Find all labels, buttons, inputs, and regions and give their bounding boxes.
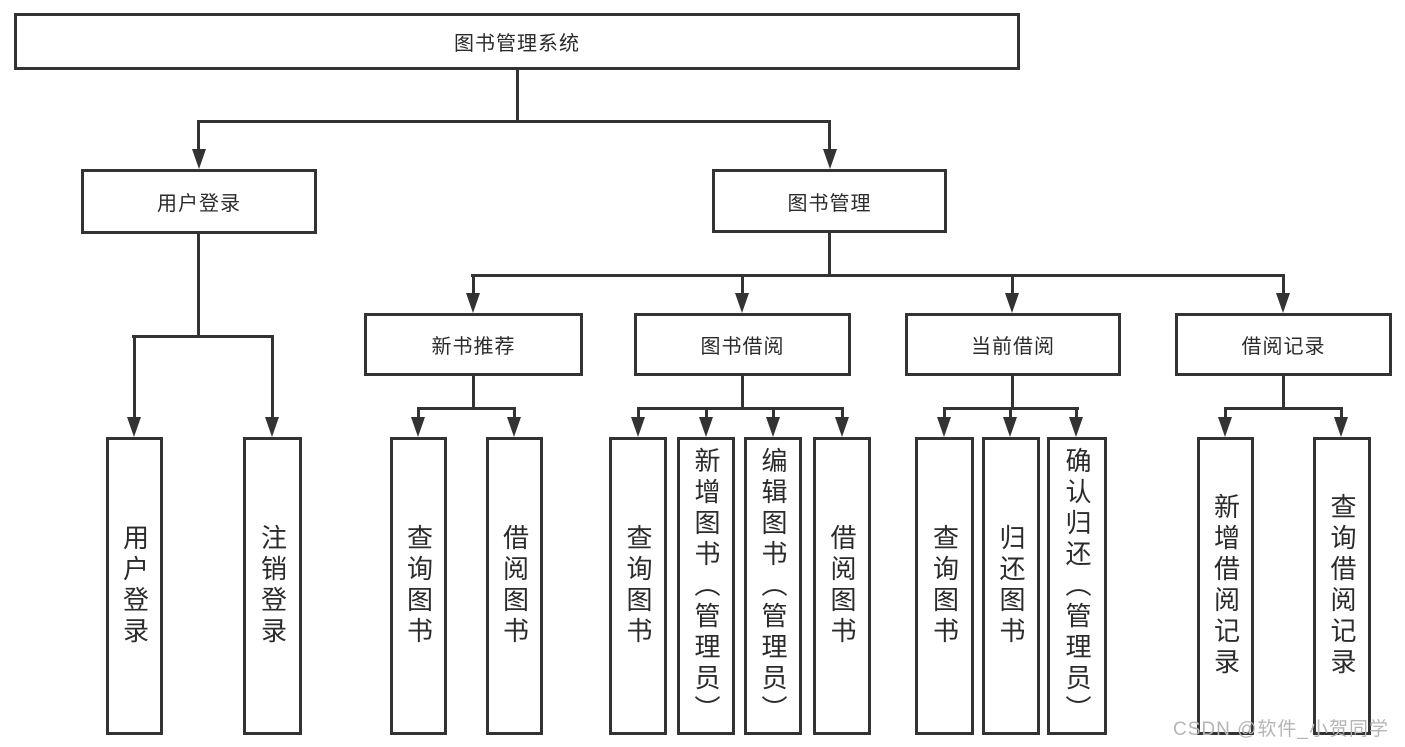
connector-user-login-stem (197, 233, 200, 335)
leaf-user-login-label: 用户登录 (119, 524, 150, 648)
connector-to-book-management (828, 120, 831, 149)
leaf-cb-confirm-return-admin-label: 确认归还（管理员） (1062, 446, 1092, 726)
arrow-down-icon (127, 417, 141, 437)
leaf-nb-query-books: 查询图书 (390, 437, 447, 735)
leaf-logout-label: 注销登录 (257, 524, 288, 648)
arrow-down-icon (835, 417, 849, 437)
node-current-borrowing: 当前借阅 (905, 313, 1121, 376)
connector-to-user-login (197, 120, 200, 149)
connector-to-borrowing-records (1282, 274, 1285, 293)
leaf-bb-edit-books-admin-label: 编辑图书（管理员） (758, 446, 788, 726)
connector-to-leaf (841, 407, 844, 417)
csdn-watermark: CSDN @软件_小贺同学 (1173, 719, 1389, 740)
leaf-bb-edit-books-admin: 编辑图书（管理员） (744, 437, 802, 735)
connector-to-leaf (637, 407, 640, 417)
connector-borrowing-records-stem (1282, 376, 1285, 407)
node-book-borrowing-label: 图书借阅 (700, 336, 785, 358)
arrow-down-icon (631, 417, 645, 437)
leaf-cb-query-books: 查询图书 (915, 437, 974, 735)
arrow-down-icon (766, 417, 780, 437)
leaf-br-query-record: 查询借阅记录 (1313, 437, 1371, 735)
connector-book-management-distributor (471, 274, 1285, 277)
leaf-bb-add-books-admin: 新增图书（管理员） (677, 437, 735, 735)
connector-to-leaf (772, 407, 775, 417)
connector-root-stem (516, 70, 519, 120)
connector-new-book-recommend-distributor (417, 407, 516, 410)
arrow-down-icon (507, 417, 521, 437)
arrow-down-icon (265, 417, 279, 437)
node-book-borrowing: 图书借阅 (634, 313, 851, 376)
leaf-bb-query-books: 查询图书 (609, 437, 667, 735)
arrow-down-icon (1069, 417, 1083, 437)
connector-borrowing-records-distributor (1224, 407, 1343, 410)
leaf-cb-return-books-label: 归还图书 (996, 524, 1026, 648)
connector-new-book-recommend-stem (472, 376, 475, 407)
leaf-logout: 注销登录 (243, 437, 302, 735)
node-current-borrowing-label: 当前借阅 (971, 336, 1055, 358)
connector-to-book-borrowing (741, 274, 744, 293)
connector-to-leaf (417, 407, 420, 417)
node-borrowing-records-label: 借阅记录 (1241, 336, 1326, 358)
node-book-management: 图书管理 (712, 169, 947, 233)
node-new-book-recommend-label: 新书推荐 (431, 336, 516, 358)
leaf-cb-return-books: 归还图书 (982, 437, 1040, 735)
leaf-nb-borrow-books: 借阅图书 (486, 437, 543, 735)
arrow-down-icon (466, 293, 480, 313)
leaf-bb-borrow-books-label: 借阅图书 (827, 524, 857, 648)
connector-to-leaf (943, 407, 946, 417)
arrow-down-icon (1334, 417, 1348, 437)
arrow-down-icon (1005, 293, 1019, 313)
leaf-bb-borrow-books: 借阅图书 (813, 437, 871, 735)
connector-book-borrowing-stem (741, 376, 744, 407)
leaf-bb-add-books-admin-label: 新增图书（管理员） (691, 446, 721, 726)
connector-current-borrowing-stem (1011, 376, 1014, 407)
connector-to-leaf (1075, 407, 1078, 417)
node-user-login-label: 用户登录 (157, 193, 241, 215)
arrow-down-icon (699, 417, 713, 437)
connector-book-management-stem (828, 233, 831, 274)
arrow-down-icon (735, 293, 749, 313)
arrow-down-icon (192, 149, 206, 169)
connector-to-leaf-logout (271, 335, 274, 417)
connector-to-leaf-user-login (133, 335, 136, 417)
arrow-down-icon (937, 417, 951, 437)
node-library-system: 图书管理系统 (14, 13, 1020, 70)
connector-user-login-distributor (132, 335, 274, 338)
leaf-nb-query-books-label: 查询图书 (403, 524, 434, 648)
leaf-br-add-record-label: 新增借阅记录 (1210, 493, 1241, 679)
connector-root-distributor (197, 120, 831, 123)
node-borrowing-records: 借阅记录 (1175, 313, 1392, 376)
connector-to-leaf (1009, 407, 1012, 417)
node-book-management-label: 图书管理 (787, 192, 872, 215)
connector-to-leaf (1340, 407, 1343, 417)
arrow-down-icon (411, 417, 425, 437)
connector-to-leaf (1224, 407, 1227, 417)
leaf-cb-confirm-return-admin: 确认归还（管理员） (1047, 437, 1107, 735)
leaf-user-login: 用户登录 (106, 437, 163, 735)
connector-to-current-borrowing (1011, 274, 1014, 293)
node-user-login: 用户登录 (81, 169, 317, 234)
arrow-down-icon (1003, 417, 1017, 437)
arrow-down-icon (1218, 417, 1232, 437)
leaf-bb-query-books-label: 查询图书 (623, 524, 653, 648)
leaf-cb-query-books-label: 查询图书 (929, 524, 960, 648)
leaf-br-query-record-label: 查询借阅记录 (1327, 493, 1357, 679)
leaf-br-add-record: 新增借阅记录 (1197, 437, 1254, 735)
connector-to-new-book-recommend (472, 274, 475, 293)
connector-book-borrowing-distributor (637, 407, 844, 410)
arrow-down-icon (823, 149, 837, 169)
connector-to-leaf (705, 407, 708, 417)
leaf-nb-borrow-books-label: 借阅图书 (499, 524, 530, 648)
connector-to-leaf (513, 407, 516, 417)
arrow-down-icon (1276, 293, 1290, 313)
node-library-system-label: 图书管理系统 (454, 33, 580, 55)
node-new-book-recommend: 新书推荐 (364, 313, 583, 376)
